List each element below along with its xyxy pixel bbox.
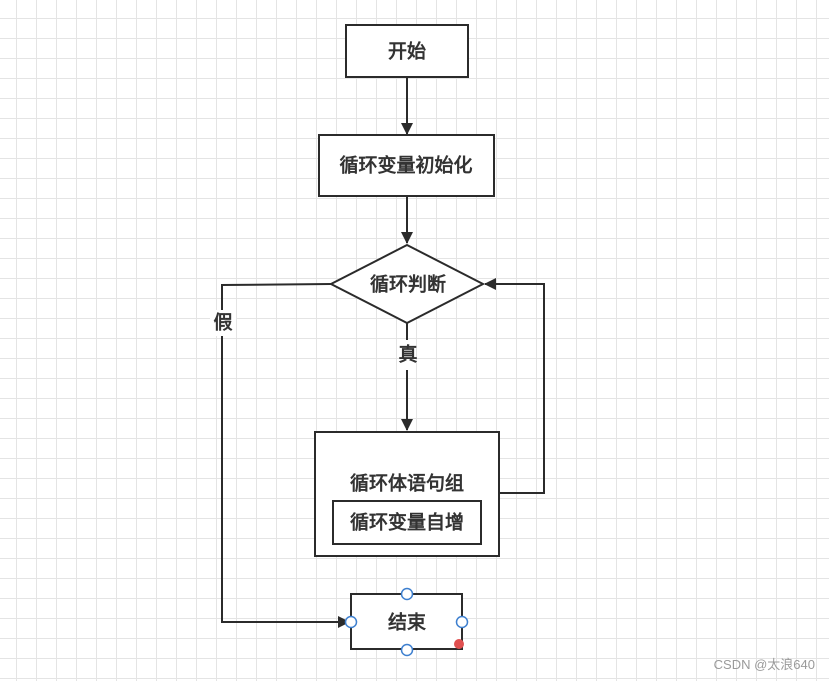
connection-handle-bottom[interactable]	[400, 643, 414, 657]
false-label: 假	[213, 311, 232, 334]
init-node-label: 循环变量初始化	[339, 154, 472, 177]
end-node[interactable]: 结束	[350, 593, 463, 650]
watermark: CSDN @太浪640	[713, 657, 815, 672]
connection-handle-right[interactable]	[455, 615, 469, 629]
false-label-bg	[210, 310, 236, 336]
start-node-label: 开始	[388, 40, 426, 63]
condition-node[interactable]: 循环判断	[328, 243, 486, 325]
increment-node[interactable]: 循环变量自增	[332, 500, 482, 545]
init-node[interactable]: 循环变量初始化	[318, 134, 495, 197]
resize-handle-bottom-right[interactable]	[454, 639, 464, 649]
true-label: 真	[398, 343, 417, 366]
end-node-label: 结束	[388, 611, 427, 634]
body-node-label: 循环体语句组	[350, 472, 464, 495]
connection-handle-left[interactable]	[344, 615, 358, 629]
edge-loop-back	[484, 278, 545, 494]
start-node[interactable]: 开始	[345, 24, 469, 78]
connection-handle-top[interactable]	[400, 587, 414, 601]
condition-node-label: 循环判断	[370, 273, 446, 296]
edge-false-to-end	[221, 283, 350, 628]
increment-node-label: 循环变量自增	[350, 511, 464, 534]
